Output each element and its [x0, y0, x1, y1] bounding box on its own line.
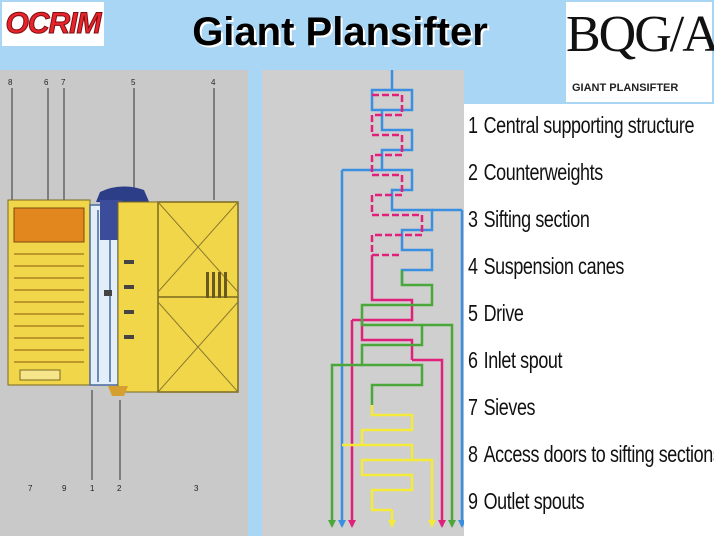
ocrim-logo-text: OCRIM	[5, 7, 102, 41]
callout-top-8: 8	[8, 78, 13, 87]
plansifter-illustration	[7, 88, 239, 480]
brand-subtitle: GIANT PLANSIFTER	[572, 82, 679, 94]
brand-name: BQG/A	[566, 6, 714, 63]
callout-top-6: 6	[44, 78, 49, 87]
callout-bottom-9: 9	[62, 484, 67, 493]
brand-box: BQG/A GIANT PLANSIFTER	[566, 2, 714, 102]
callout-top-4: 4	[211, 78, 216, 87]
callout-bottom-1: 1	[90, 484, 95, 493]
callout-top-5: 5	[131, 78, 136, 87]
flow-schematic	[328, 70, 464, 528]
callout-bottom-2: 2	[117, 484, 122, 493]
page-title: Giant Plansifter	[192, 10, 488, 54]
callout-bottom-3: 3	[194, 484, 199, 493]
machine-photo-panel: 8 6 7 5 4 7 9 1 2 3	[0, 70, 248, 536]
flow-schematic-panel	[262, 70, 464, 536]
callout-top-7: 7	[61, 78, 66, 87]
ocrim-logo: OCRIM	[2, 2, 104, 46]
callout-bottom-7: 7	[28, 484, 33, 493]
